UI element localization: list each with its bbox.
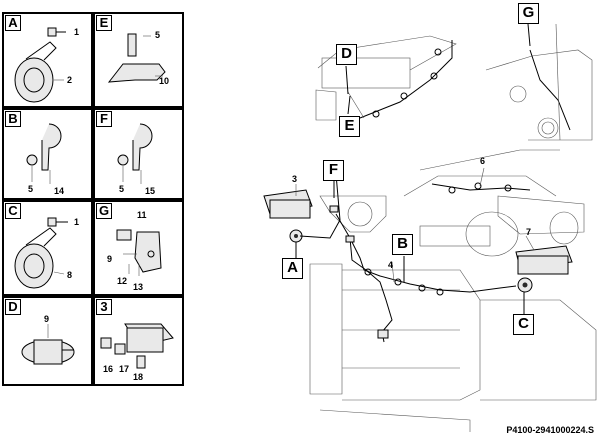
cell-g: G 11 9 12 13 bbox=[93, 200, 184, 296]
callout-b: B bbox=[392, 234, 413, 255]
cell-f-number-5: 5 bbox=[119, 184, 125, 194]
cell-g-number-13: 13 bbox=[133, 282, 144, 292]
main-number-7: 7 bbox=[526, 227, 532, 237]
callout-a: A bbox=[282, 258, 303, 279]
detail-view-upper-left bbox=[315, 35, 457, 121]
main-number-3: 3 bbox=[292, 174, 298, 184]
cell-e-number-10: 10 bbox=[159, 76, 170, 86]
horn-illustration bbox=[14, 27, 66, 103]
cell-c: C 1 8 bbox=[2, 200, 93, 296]
cell-3: 3 16 17 18 bbox=[93, 296, 184, 386]
cell-a-number-1: 1 bbox=[74, 27, 80, 37]
cell-e: E 5 10 bbox=[93, 12, 184, 108]
cell-3-number-16: 16 bbox=[103, 364, 114, 374]
cell-letter-e: E bbox=[96, 15, 112, 31]
cell-letter-c: C bbox=[5, 203, 21, 219]
cell-letter-b: B bbox=[5, 111, 21, 127]
main-number-6: 6 bbox=[480, 156, 486, 166]
cell-a: A 1 2 bbox=[2, 12, 93, 108]
cell-a-number-2: 2 bbox=[67, 75, 73, 85]
cell-letter-3: 3 bbox=[96, 299, 112, 315]
callout-g: G bbox=[518, 3, 539, 24]
cell-e-number-5: 5 bbox=[155, 30, 161, 40]
callout-leaders bbox=[295, 23, 531, 314]
horn-c-illustration bbox=[14, 217, 68, 289]
cell-g-number-9: 9 bbox=[107, 254, 113, 264]
clamp-f-illustration bbox=[117, 123, 153, 184]
control-unit-right bbox=[515, 245, 573, 293]
cell-d: D 9 bbox=[2, 296, 93, 386]
control-unit-left bbox=[263, 189, 313, 243]
main-number-4: 4 bbox=[388, 260, 394, 270]
cell-letter-f: F bbox=[96, 111, 112, 127]
cell-b-number-14: 14 bbox=[54, 186, 65, 196]
cell-d-number-9: 9 bbox=[44, 314, 50, 324]
cell-c-number-1: 1 bbox=[74, 217, 80, 227]
cell-c-number-8: 8 bbox=[67, 270, 73, 280]
cell-letter-g: G bbox=[96, 203, 112, 219]
callout-c: C bbox=[513, 314, 534, 335]
cell-b-number-5: 5 bbox=[28, 184, 34, 194]
cell-g-number-12: 12 bbox=[117, 276, 128, 286]
callout-f: F bbox=[323, 160, 344, 181]
cell-f: F 5 15 bbox=[93, 108, 184, 200]
control-unit-illustration bbox=[100, 323, 174, 369]
clamp-b-illustration bbox=[26, 123, 62, 184]
sensor-illustration bbox=[21, 324, 75, 365]
cell-letter-d: D bbox=[5, 299, 21, 315]
figure-reference: P4100-2941000224.S bbox=[506, 425, 594, 435]
bracket-illustration bbox=[107, 33, 166, 83]
sensor-bracket-illustration bbox=[116, 229, 162, 276]
cell-f-number-15: 15 bbox=[145, 186, 156, 196]
wire-harness bbox=[295, 167, 535, 343]
cell-3-number-18: 18 bbox=[133, 372, 144, 382]
cell-3-number-17: 17 bbox=[119, 364, 130, 374]
parts-grid: A 1 2 E 5 10 B 5 14 bbox=[0, 0, 186, 386]
callout-e: E bbox=[339, 116, 360, 137]
cell-letter-a: A bbox=[5, 15, 21, 31]
cell-g-number-11: 11 bbox=[137, 210, 147, 220]
main-frame bbox=[309, 149, 597, 432]
callout-d: D bbox=[336, 44, 357, 65]
cell-b: B 5 14 bbox=[2, 108, 93, 200]
detail-view-upper-right bbox=[485, 23, 593, 141]
